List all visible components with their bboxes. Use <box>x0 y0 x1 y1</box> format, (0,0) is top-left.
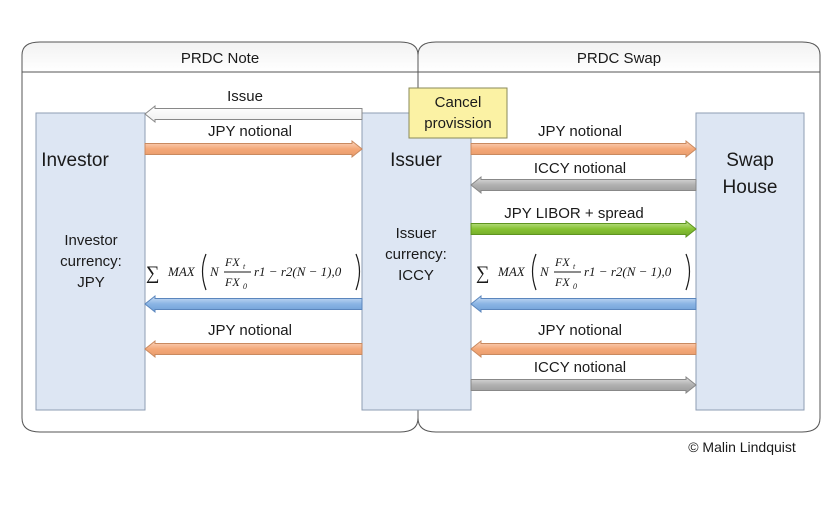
arrows-layer <box>144 104 697 395</box>
left-jpy-notional-top-label: JPY notional <box>208 123 292 140</box>
investor-currency-line1: Investor <box>64 232 117 249</box>
investor-name: Investor <box>41 150 109 171</box>
formula-num: FX <box>224 255 240 269</box>
formula-den-sub: 0 <box>573 282 577 291</box>
formula-n: N <box>209 264 220 279</box>
right-libor-label: JPY LIBOR + spread <box>504 205 643 222</box>
right-libor-arrow <box>470 219 697 239</box>
left-jpy-notional-top-arrow <box>144 139 363 159</box>
formula-tail: r1 − r2(N − 1),0 <box>584 264 672 279</box>
formula-sigma: ∑ <box>146 263 160 284</box>
prdc-note-title: PRDC Note <box>181 50 259 67</box>
prdc-swap-title: PRDC Swap <box>577 50 661 67</box>
left-jpy-notional-bottom-label: JPY notional <box>208 322 292 339</box>
issuer-box: Issuer Issuer currency: ICCY <box>361 112 472 411</box>
cancel-provision-line1: Cancel <box>435 94 482 111</box>
formula-right-paren <box>685 253 691 291</box>
right-iccy-notional-top-arrow <box>470 175 697 195</box>
left-jpy-notional-bottom-arrow <box>144 339 363 359</box>
cancel-provision-line2: provission <box>424 115 492 132</box>
right-jpy-notional-bottom-label: JPY notional <box>538 322 622 339</box>
right-iccy-notional-top-label: ICCY notional <box>534 160 626 177</box>
formula-num-sub: t <box>243 262 246 271</box>
investor-currency-line3: JPY <box>77 274 105 291</box>
right-payoff-arrow <box>470 294 697 314</box>
issuer-currency-line2: currency: <box>385 246 447 263</box>
right-jpy-notional-top-arrow <box>470 139 697 159</box>
formula-den: FX <box>554 275 570 289</box>
issuer-currency-line3: ICCY <box>398 267 434 284</box>
formula-num: FX <box>554 255 570 269</box>
formula-left-paren <box>531 253 537 291</box>
formula-sigma: ∑ <box>476 263 490 284</box>
cancel-provision-note: Cancel provission <box>408 87 508 139</box>
right-jpy-notional-top-label: JPY notional <box>538 123 622 140</box>
copyright-text: © Malin Lindquist <box>688 439 796 455</box>
formula-right-paren <box>355 253 361 291</box>
formula-max: MAX <box>167 264 196 279</box>
issuer-currency-line1: Issuer <box>396 225 437 242</box>
issue-label: Issue <box>227 88 263 105</box>
formula-max: MAX <box>497 264 526 279</box>
formula-den: FX <box>224 275 240 289</box>
swap-house-name-line2: House <box>723 177 778 198</box>
right-iccy-notional-bottom-arrow <box>470 375 697 395</box>
formula-n: N <box>539 264 550 279</box>
investor-box: Investor Investor currency: JPY <box>35 112 146 411</box>
swap-house-box: Swap House <box>695 112 805 411</box>
formula-den-sub: 0 <box>243 282 247 291</box>
formula-left-paren <box>201 253 207 291</box>
issuer-name: Issuer <box>390 150 442 171</box>
right-iccy-notional-bottom-label: ICCY notional <box>534 359 626 376</box>
formula-num-sub: t <box>573 262 576 271</box>
swap-house-name-line1: Swap <box>726 150 774 171</box>
issue-arrow <box>144 104 363 124</box>
right-jpy-notional-bottom-arrow <box>470 339 697 359</box>
formula-tail: r1 − r2(N − 1),0 <box>254 264 342 279</box>
investor-currency-line2: currency: <box>60 253 122 270</box>
left-payoff-arrow <box>144 294 363 314</box>
